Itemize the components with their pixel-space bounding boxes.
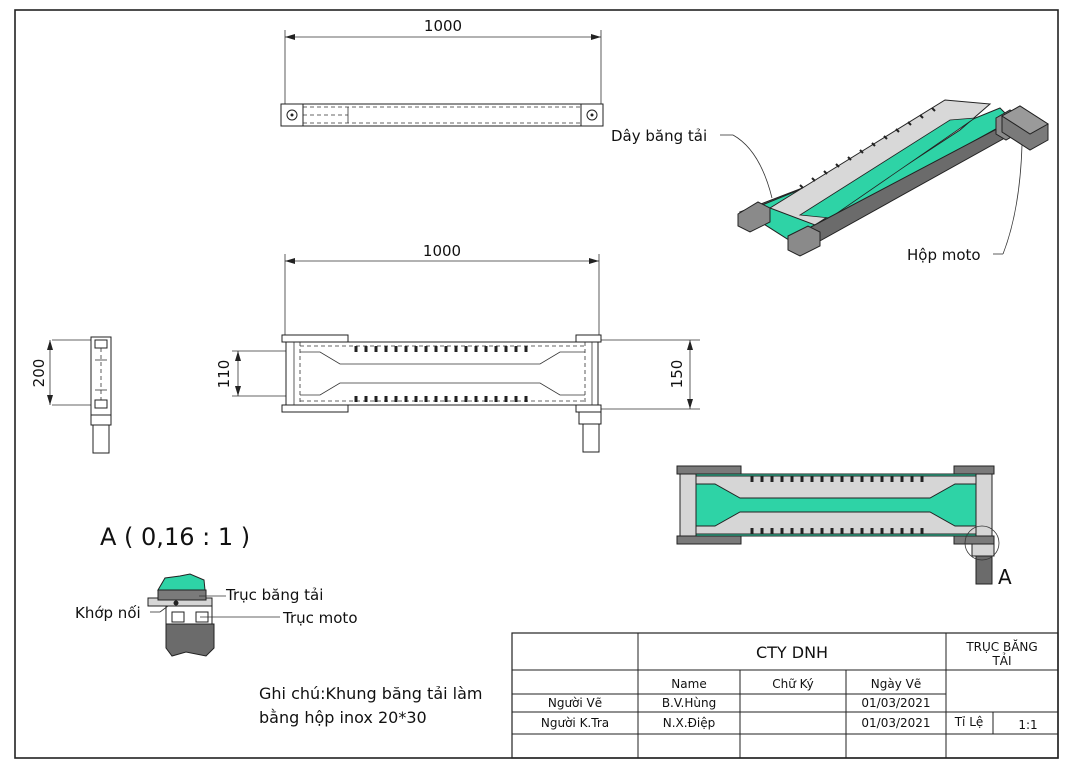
outer-width-dimension-text: 150 — [668, 360, 686, 389]
header-signature: Chữ Ký — [772, 677, 814, 691]
detail-marker: A — [998, 565, 1012, 589]
callout-belt: Dây băng tải — [611, 127, 707, 145]
note-line-1: Ghi chú:Khung băng tải làm — [259, 684, 482, 703]
note-line-2: bằng hộp inox 20*30 — [259, 708, 427, 727]
title-block — [511, 632, 1059, 759]
shaded-front-view: A — [676, 465, 1012, 589]
callout-coupling: Khớp nối — [75, 604, 141, 622]
drawer-role: Người Vẽ — [548, 696, 602, 710]
drawer-name: B.V.Hùng — [662, 696, 716, 710]
checker-date: 01/03/2021 — [861, 716, 930, 730]
company-name: CTY DNH — [756, 643, 828, 662]
top-view: 1000 — [280, 17, 604, 127]
callout-motor-box: Hộp moto — [907, 246, 981, 264]
drawing-title-line-1: TRỤC BĂNG — [965, 639, 1037, 654]
detail-a-view — [147, 573, 215, 657]
side-view: 200 — [30, 336, 112, 454]
checker-role: Người K.Tra — [541, 716, 609, 730]
front-dimension-text: 1000 — [423, 242, 461, 260]
header-date: Ngày Vẽ — [871, 677, 921, 691]
isometric-view — [737, 99, 1049, 257]
top-dimension-text: 1000 — [424, 17, 462, 35]
drawing-title-line-2: TẢI — [991, 652, 1011, 668]
side-dimension-text: 200 — [30, 359, 48, 388]
callout-belt-shaft: Trục băng tải — [225, 586, 323, 604]
checker-name: N.X.Điệp — [663, 716, 715, 730]
inner-width-dimension-text: 110 — [215, 360, 233, 389]
header-name: Name — [671, 677, 706, 691]
front-view: 1000 110 150 — [215, 242, 700, 453]
scale-value: 1:1 — [1018, 718, 1037, 732]
scale-label: Tỉ Lệ — [954, 715, 984, 729]
callout-motor-shaft: Trục moto — [282, 609, 358, 627]
drawer-date: 01/03/2021 — [861, 696, 930, 710]
detail-circle — [964, 525, 1000, 561]
detail-label: A ( 0,16 : 1 ) — [100, 523, 250, 551]
